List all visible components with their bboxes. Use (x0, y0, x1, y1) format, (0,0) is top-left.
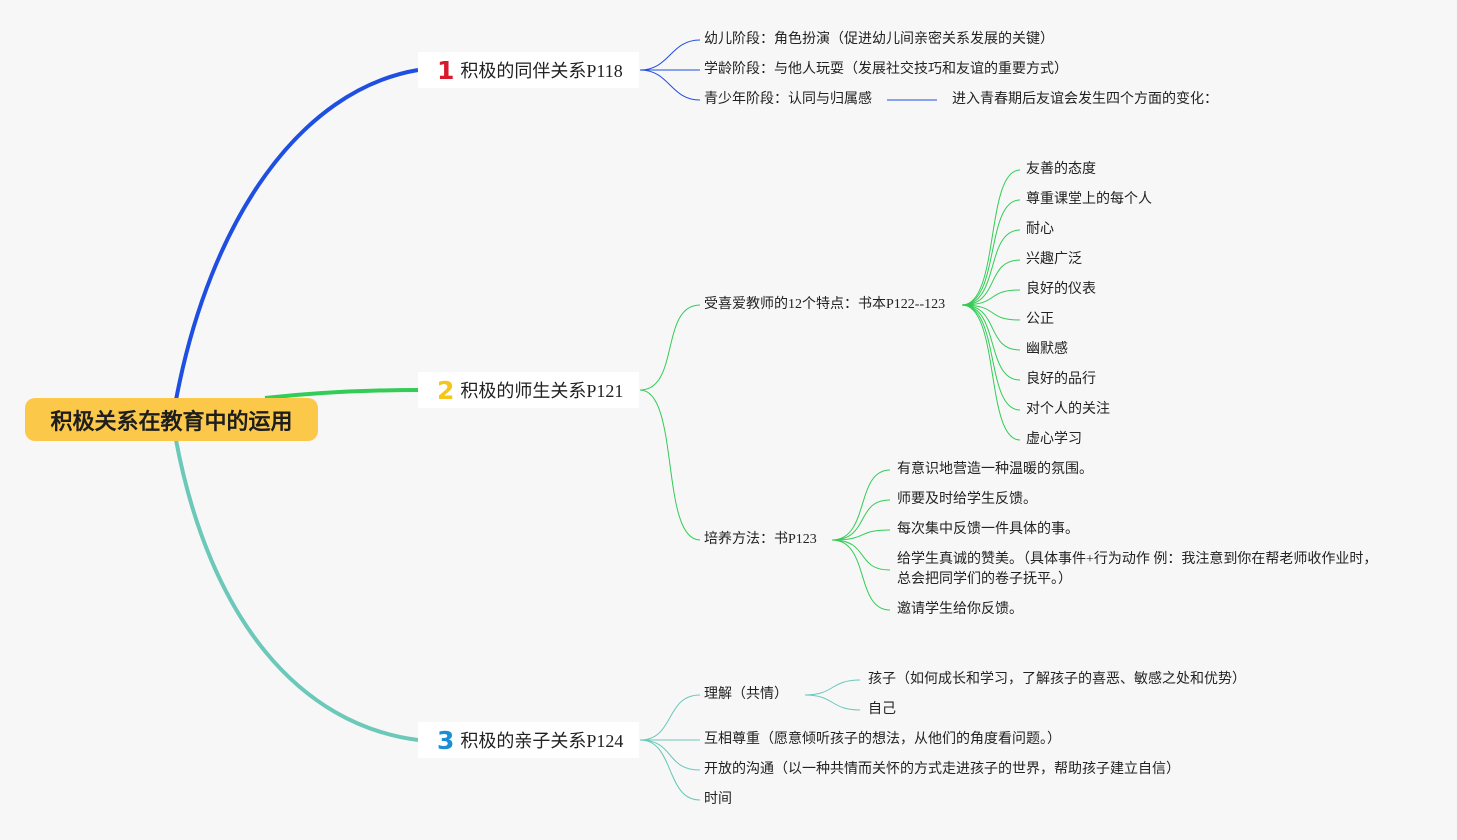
trait-item[interactable]: 良好的品行 (1026, 372, 1096, 387)
mutual-respect[interactable]: 互相尊重（愿意倾听孩子的想法，从他们的角度看问题。） (704, 732, 1061, 747)
trait-item[interactable]: 良好的仪表 (1026, 282, 1096, 297)
trait-item[interactable]: 兴趣广泛 (1026, 252, 1082, 267)
method-item-praise[interactable]: 给学生真诚的赞美。（具体事件+行为动作 例：我注意到你在帮老师收作业时， (897, 552, 1378, 567)
number-2-badge: 2 (437, 375, 455, 405)
peer-stage-preschool[interactable]: 幼儿阶段：角色扮演（促进幼儿间亲密关系发展的关键） (704, 32, 1054, 47)
teacher-traits-topic[interactable]: 受喜爱教师的12个特点：书本P122--123 (704, 297, 946, 312)
branch-title: 积极的亲子关系P124 (460, 731, 624, 751)
trait-item[interactable]: 对个人的关注 (1026, 402, 1110, 417)
branch-3-connector (174, 439, 419, 742)
trait-item[interactable]: 公正 (1026, 312, 1054, 327)
number-3-badge: 3 (437, 725, 455, 755)
understanding-topic[interactable]: 理解（共情） (704, 687, 788, 702)
branch-title: 积极的师生关系P121 (460, 381, 624, 401)
trait-item[interactable]: 幽默感 (1026, 342, 1068, 357)
cultivation-methods-topic[interactable]: 培养方法：书P123 (704, 532, 817, 547)
trait-item[interactable]: 耐心 (1026, 222, 1054, 237)
method-item[interactable]: 邀请学生给你反馈。 (897, 602, 1023, 617)
branch-peer-relationship[interactable]: 1 积极的同伴关系P118 (418, 52, 639, 88)
branch-title: 积极的同伴关系P118 (460, 61, 623, 81)
branch-1-connector (174, 68, 419, 401)
trait-item[interactable]: 友善的态度 (1026, 162, 1096, 177)
understanding-child[interactable]: 孩子（如何成长和学习，了解孩子的喜恶、敏感之处和优势） (868, 672, 1246, 687)
method-item[interactable]: 有意识地营造一种温暖的氛围。 (897, 462, 1093, 477)
branch-2-connector (264, 388, 419, 400)
number-1-badge: 1 (437, 55, 455, 85)
time-item[interactable]: 时间 (704, 792, 732, 807)
peer-stage-adolescence[interactable]: 青少年阶段：认同与归属感 (704, 92, 872, 107)
branch-teacher-student[interactable]: 2 积极的师生关系P121 (418, 372, 639, 408)
trait-item[interactable]: 虚心学习 (1026, 432, 1082, 447)
trait-item[interactable]: 尊重课堂上的每个人 (1026, 192, 1152, 207)
understanding-self[interactable]: 自己 (868, 702, 896, 717)
method-item-praise-cont[interactable]: 总会把同学们的卷子抚平。） (897, 572, 1072, 587)
adolescence-note[interactable]: 进入青春期后友谊会发生四个方面的变化： (952, 92, 1218, 107)
peer-stage-school-age[interactable]: 学龄阶段：与他人玩耍（发展社交技巧和友谊的重要方式） (704, 62, 1068, 77)
method-item[interactable]: 每次集中反馈一件具体的事。 (897, 522, 1079, 537)
central-topic[interactable]: 积极关系在教育中的运用 (25, 398, 318, 441)
open-communication[interactable]: 开放的沟通（以一种共情而关怀的方式走进孩子的世界，帮助孩子建立自信） (704, 762, 1180, 777)
branch-parent-child[interactable]: 3 积极的亲子关系P124 (418, 722, 639, 758)
method-item[interactable]: 师要及时给学生反馈。 (897, 492, 1037, 507)
